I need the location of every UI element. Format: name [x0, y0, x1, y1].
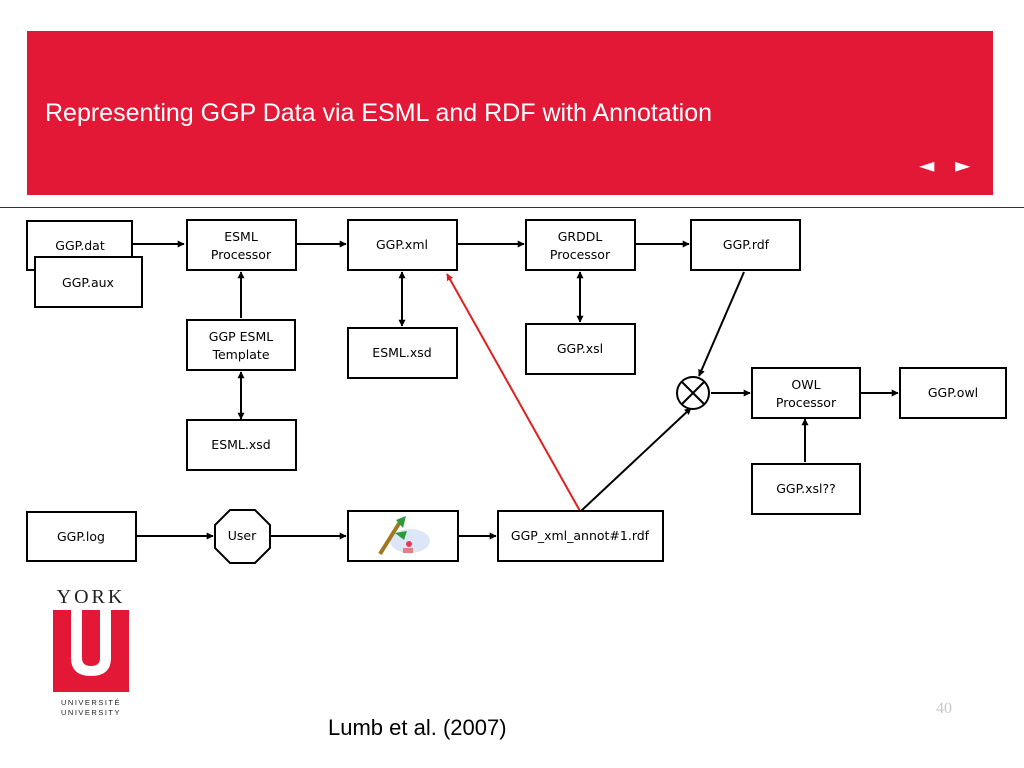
next-slide-button[interactable]: ► — [955, 153, 971, 177]
node-ggp-log: GGP.log — [26, 511, 137, 562]
node-label: GGP.xsl?? — [776, 481, 836, 496]
logo-universite-text: UNIVERSITÉ — [60, 698, 121, 707]
node-label: GGP.xml — [376, 237, 428, 252]
annotation-tool-icon — [378, 516, 430, 556]
node-label: User — [228, 528, 257, 543]
combine-symbol — [676, 376, 710, 410]
node-label: GGP_xml_annot#1.rdf — [511, 528, 650, 543]
node-label: GGP.log — [57, 529, 105, 544]
node-label: ESML.xsd — [211, 437, 270, 452]
title-banner: Representing GGP Data via ESML and RDF w… — [27, 31, 993, 195]
york-university-logo: YORK UNIVERSITÉ UNIVERSITY — [50, 586, 132, 718]
node-label: OWL — [791, 377, 820, 392]
node-esml-processor: ESML Processor — [186, 219, 297, 271]
edge-annot-to-combine — [580, 407, 692, 512]
node-ggp-xml: GGP.xml — [347, 219, 458, 271]
node-label: GGP.dat — [55, 238, 105, 253]
node-annotation-tool — [347, 510, 459, 562]
previous-slide-button[interactable]: ◄ — [919, 153, 935, 177]
node-ggp-xml-annot: GGP_xml_annot#1.rdf — [497, 510, 664, 562]
node-ggp-aux: GGP.aux — [34, 256, 143, 308]
node-ggp-xsl: GGP.xsl — [525, 323, 636, 375]
node-label: GRDDL — [558, 229, 603, 244]
edge-rdf-to-combine — [698, 271, 745, 377]
node-label: ESML — [224, 229, 258, 244]
node-ggp-rdf: GGP.rdf — [690, 219, 801, 271]
logo-u-mark — [53, 610, 129, 692]
logo-university-text: UNIVERSITY — [60, 708, 121, 717]
node-label: Template — [211, 347, 269, 362]
slide-title: Representing GGP Data via ESML and RDF w… — [45, 99, 713, 127]
node-user: User — [214, 509, 271, 564]
node-ggp-esml-template: GGP ESML Template — [186, 319, 296, 371]
title-divider — [0, 207, 1024, 208]
node-label: Processor — [776, 395, 837, 410]
citation: Lumb et al. (2007) — [328, 715, 507, 740]
node-grddl-processor: GRDDL Processor — [525, 219, 636, 271]
node-label: GGP.rdf — [723, 237, 770, 252]
node-ggp-xsl-qq: GGP.xsl?? — [751, 463, 861, 515]
diagram-edges — [132, 240, 899, 540]
node-esml-xsd-top: ESML.xsd — [347, 327, 458, 379]
node-label: GGP.xsl — [557, 341, 603, 356]
page-number: 40 — [936, 700, 952, 717]
node-esml-xsd-bottom: ESML.xsd — [186, 419, 297, 471]
edge-annot-to-xml-highlight — [446, 273, 581, 512]
node-label: GGP.owl — [928, 385, 978, 400]
node-ggp-owl: GGP.owl — [899, 367, 1007, 419]
logo-york-text: YORK — [56, 586, 126, 608]
node-label: Processor — [550, 247, 611, 262]
node-label: GGP.aux — [62, 275, 114, 290]
node-label: GGP ESML — [209, 329, 274, 344]
node-owl-processor: OWL Processor — [751, 367, 861, 419]
node-label: ESML.xsd — [372, 345, 431, 360]
node-label: Processor — [211, 247, 272, 262]
